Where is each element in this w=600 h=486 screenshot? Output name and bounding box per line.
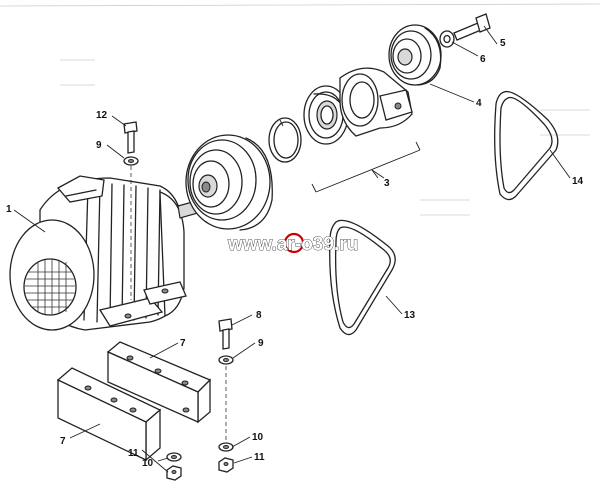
callout-part-9-top: 9 <box>96 140 102 151</box>
background-scan-texture <box>0 3 600 216</box>
callout-part-13: 13 <box>404 310 416 321</box>
tensioner-housing <box>339 67 413 137</box>
callout-part-14: 14 <box>572 176 584 187</box>
motor-assembly <box>9 175 199 331</box>
callout-labels: 1 3 4 5 6 7 7 8 9 9 10 10 11 11 12 13 14 <box>6 38 584 469</box>
callout-part-12: 12 <box>96 110 108 121</box>
watermark-text: www.ar-o39.ru <box>227 234 358 255</box>
callout-part-1: 1 <box>6 204 12 215</box>
washer-6 <box>439 30 455 48</box>
callout-part-6: 6 <box>480 54 486 65</box>
leader-lines <box>13 25 571 473</box>
mounting-rail-upper <box>106 341 212 424</box>
washer-9-top <box>123 156 139 300</box>
fan-grille <box>25 259 75 315</box>
bolt-12 <box>123 121 138 154</box>
callout-part-10-left: 10 <box>142 458 154 469</box>
callout-part-11-left: 11 <box>128 448 139 459</box>
washer-9-mid <box>218 355 234 440</box>
bolt-8 <box>218 318 233 350</box>
callout-part-3: 3 <box>384 178 390 189</box>
callout-part-5: 5 <box>500 38 506 49</box>
nut-11-right <box>218 457 234 473</box>
ball-bearing <box>303 85 349 145</box>
washer-10-right <box>218 442 234 452</box>
v-belt-14 <box>494 90 559 201</box>
bolt-5 <box>453 13 491 41</box>
v-belt-13 <box>329 219 396 336</box>
callout-part-9-mid: 9 <box>258 338 264 349</box>
retaining-ring <box>268 117 302 163</box>
callout-part-7-upper: 7 <box>180 338 186 349</box>
mounting-rail-lower <box>56 367 162 462</box>
washer-10-left <box>166 452 182 462</box>
watermark: www.ar-o39.ru <box>227 232 359 255</box>
callout-part-11-right: 11 <box>254 452 265 463</box>
watermark-logo-ring <box>283 232 305 254</box>
tensioner-pulley <box>388 24 442 86</box>
callout-part-8: 8 <box>256 310 262 321</box>
callout-part-10-right: 10 <box>252 432 264 443</box>
motor-pulley <box>185 134 273 231</box>
assembly-bracket-3 <box>311 141 421 193</box>
callout-part-4: 4 <box>476 98 482 109</box>
nut-11-left <box>166 465 182 481</box>
callout-part-7-lower: 7 <box>60 436 66 447</box>
